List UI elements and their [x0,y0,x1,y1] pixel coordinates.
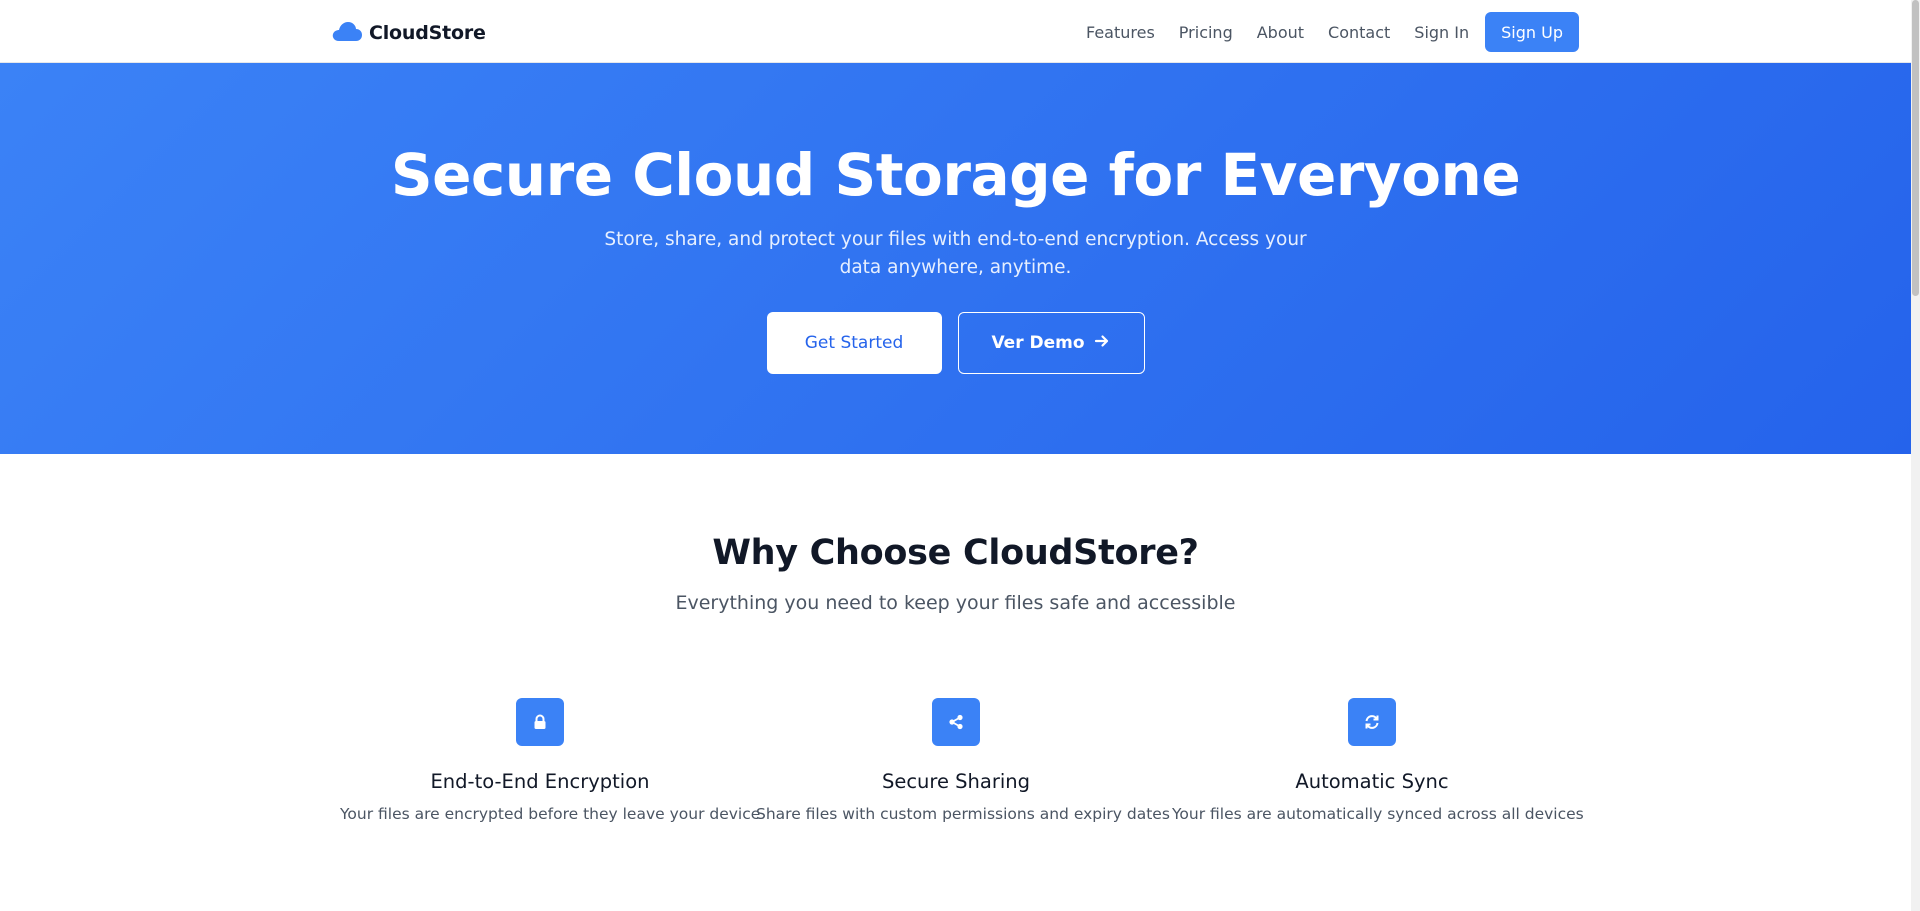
sync-icon [1348,698,1396,746]
feature-title: Automatic Sync [1295,770,1449,793]
brand-logo[interactable]: CloudStore [331,19,486,47]
feature-card-encryption: End-to-End Encryption Your files are enc… [340,698,761,823]
hero-buttons: Get Started Ver Demo [0,312,1911,374]
feature-title: Secure Sharing [881,770,1031,793]
features-subtitle: Everything you need to keep your files s… [675,592,1236,614]
nav-link-pricing[interactable]: Pricing [1178,22,1233,42]
page-scrollbar[interactable] [1911,0,1920,911]
cloud-icon [331,19,363,47]
hero-title: Secure Cloud Storage for Everyone [390,141,1521,209]
nav-link-features[interactable]: Features [1086,22,1155,42]
get-started-button[interactable]: Get Started [766,312,942,374]
features-title: Why Choose CloudStore? [712,533,1199,573]
feature-description: Your files are encrypted before they lea… [340,805,761,823]
navbar: CloudStore Features Pricing About Contac… [0,0,1911,63]
main-nav: Features Pricing About Contact Sign In S… [1086,12,1579,52]
view-demo-label: Ver Demo [991,333,1085,353]
hero-subtitle: Store, share, and protect your files wit… [604,229,1307,278]
nav-link-contact[interactable]: Contact [1328,22,1391,42]
feature-title: End-to-End Encryption [430,770,650,793]
feature-card-sync: Automatic Sync Your files are automatica… [1172,698,1584,823]
nav-link-about[interactable]: About [1256,22,1305,42]
feature-description: Your files are automatically synced acro… [1172,805,1584,823]
arrow-right-icon [1093,332,1111,355]
get-started-label: Get Started [804,333,904,353]
scrollbar-thumb[interactable] [1912,0,1919,296]
sign-up-button[interactable]: Sign Up [1485,12,1579,52]
feature-card-sharing: Secure Sharing Share files with custom p… [756,698,1170,823]
share-icon [932,698,980,746]
lock-icon [516,698,564,746]
brand-name: CloudStore [369,22,486,44]
nav-link-sign-in[interactable]: Sign In [1414,22,1470,42]
feature-description: Share files with custom permissions and … [756,805,1170,823]
hero-section: Secure Cloud Storage for Everyone Store,… [0,63,1911,454]
view-demo-button[interactable]: Ver Demo [957,312,1145,374]
